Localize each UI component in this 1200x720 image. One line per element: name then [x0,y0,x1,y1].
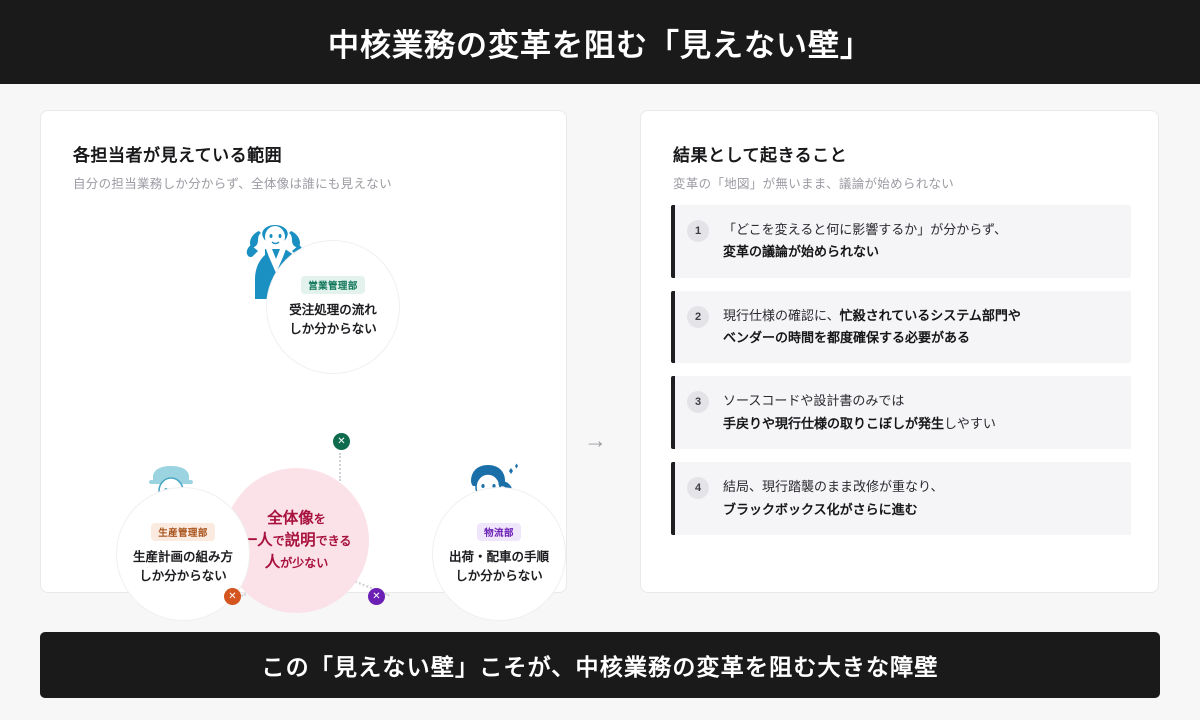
left-panel-title: 各担当者が見えている範囲 [73,146,283,165]
center-line2-particle2: できる [315,533,352,548]
item-line2-bold: 変革の議論が始められない [723,244,880,260]
header-bar: 中核業務の変革を阻む「見えない壁」 [0,0,1200,84]
item-text: 結局、現行踏襲のまま改修が重なり、 ブラックボックス化がさらに進む [723,476,943,521]
node-logistics[interactable]: 物流部 出荷・配車の手順 しか分からない [433,488,565,620]
center-line2-keyword2: 説明 [284,531,316,549]
list-item[interactable]: 3 ソースコードや設計書のみでは 手戻りや現行仕様の取りこぼしが発生しやすい [671,376,1131,450]
center-line1-keyword: 全体像 [267,509,314,527]
scope-diagram: 全体像 を 一人 で 説明 できる 人 が少ない [41,203,568,620]
list-item[interactable]: 1 「どこを変えると何に影響するか」が分からず、 変革の議論が始められない [671,205,1131,278]
footer-message: この「見えない壁」こそが、中核業務の変革を阻む大きな障壁 [261,654,939,680]
center-line3-keyword: 人 [264,553,281,571]
item-number-badge: 2 [687,305,709,328]
node-logistics-line1: 出荷・配車の手順 [448,550,549,565]
item-line1-normal: 「どこを変えると何に影響するか」が分からず、 [723,222,1008,237]
node-production-line2: しか分からない [139,568,227,583]
list-item[interactable]: 4 結局、現行踏襲のまま改修が重なり、 ブラックボックス化がさらに進む [671,462,1131,535]
node-sales[interactable]: 営業管理部 受注処理の流れ しか分からない [267,241,399,373]
right-panel-title: 結果として起きること [673,146,848,165]
item-line1-normal: 結局、現行踏襲のまま改修が重なり、 [723,479,944,495]
item-line2-bold: ベンダーの時間を都度確保する必要がある [723,330,971,346]
right-panel-subtitle: 変革の「地図」が無いまま、議論が始められない [673,177,955,191]
item-text: 現行仕様の確認に、忙殺されているシステム部門や ベンダーの時間を都度確保する必要… [723,305,1021,350]
list-item[interactable]: 2 現行仕様の確認に、忙殺されているシステム部門や ベンダーの時間を都度確保する… [671,290,1131,364]
item-line2-normal: しやすい [944,415,996,431]
item-number-badge: 3 [687,391,709,414]
item-line1-normal: ソースコードや設計書のみでは [723,393,905,409]
center-blob [224,468,369,613]
result-list: 1 「どこを変えると何に影響するか」が分からず、 変革の議論が始められない 2 … [671,205,1131,548]
item-line2-bold: 手戻りや現行仕様の取りこぼしが発生 [723,415,945,431]
center-line2-keyword1: 一人 [241,531,273,549]
cross-icon-logistics: ✕ [368,588,385,605]
cross-icon-sales: ✕ [333,433,350,450]
node-sales-line1: 受注処理の流れ [289,303,377,318]
dept-badge-sales: 営業管理部 [301,276,365,295]
panels-row: 各担当者が見えている範囲 自分の担当業務しか分からず、全体像は誰にも見えない 全… [0,84,1200,624]
item-line2-bold: ブラックボックス化がさらに進む [723,501,918,517]
cross-icon-production: ✕ [224,588,241,605]
item-number-badge: 4 [687,477,709,500]
item-number-badge: 1 [687,220,709,242]
left-panel-card: 各担当者が見えている範囲 自分の担当業務しか分からず、全体像は誰にも見えない 全… [40,110,568,620]
center-message: 全体像 を 一人 で 説明 できる 人 が少ない [224,468,369,613]
node-production-line1: 生産計画の組み方 [132,550,233,565]
footer-banner: この「見えない壁」こそが、中核業務の変革を阻む大きな障壁 [40,632,1160,698]
left-panel-subtitle: 自分の担当業務しか分からず、全体像は誰にも見えない [73,177,392,191]
item-text: 「どこを変えると何に影響するか」が分からず、 変革の議論が始められない [723,219,1007,264]
center-line3-particle: が少ない [280,555,329,570]
item-text: ソースコードや設計書のみでは 手戻りや現行仕様の取りこぼしが発生しやすい [723,390,996,435]
item-line1-bold: 忙殺されているシステム部門や [839,307,1021,323]
dept-badge-logistics: 物流部 [477,523,521,542]
node-logistics-line2: しか分からない [455,568,543,583]
right-panel-card: 結果として起きること 変革の「地図」が無いまま、議論が始められない 1 「どこを… [640,110,1159,593]
center-line1-particle: を [313,511,326,526]
arrow-right-icon: → [584,427,607,453]
item-line1-normal: 現行仕様の確認に、 [723,307,840,323]
dept-badge-production: 生産管理部 [151,523,215,542]
node-sales-line2: しか分からない [289,321,377,336]
center-line2-particle1: で [272,533,285,548]
page-title: 中核業務の変革を阻む「見えない壁」 [328,27,872,63]
